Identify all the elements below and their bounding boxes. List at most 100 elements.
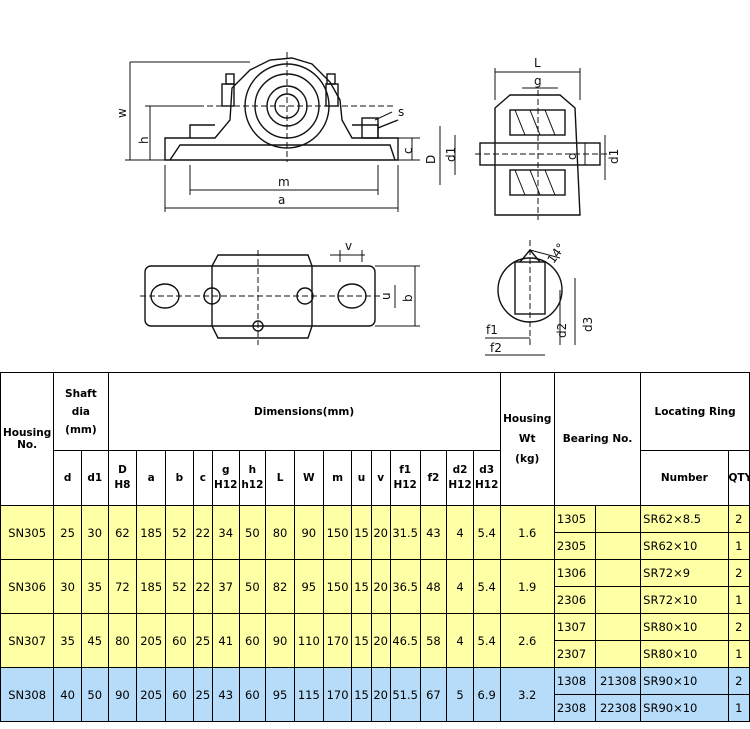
cell-ring-number: SR62×8.5 bbox=[640, 505, 729, 533]
cell-f2: 67 bbox=[419, 667, 448, 722]
cell-v: 20 bbox=[370, 613, 391, 668]
header-d: d bbox=[53, 450, 82, 506]
cell-u: 15 bbox=[351, 613, 372, 668]
cell-L: 80 bbox=[265, 505, 295, 560]
cell-D: 62 bbox=[107, 505, 138, 560]
header-c: c bbox=[192, 450, 213, 506]
cell-ring-number: SR80×10 bbox=[640, 640, 729, 668]
cell-bearing-no-alt bbox=[595, 586, 642, 614]
dim-label-g: g bbox=[534, 74, 542, 88]
cell-ring-qty: 2 bbox=[727, 667, 750, 695]
cell-d: 40 bbox=[53, 667, 82, 722]
cell-h: 50 bbox=[238, 505, 267, 560]
cell-b: 60 bbox=[165, 667, 194, 722]
cell-v: 20 bbox=[370, 505, 391, 560]
cell-a: 205 bbox=[136, 667, 167, 722]
cell-d2: 4 bbox=[446, 559, 474, 614]
dim-label-angle: 14° bbox=[544, 241, 568, 266]
cell-housing: SN308 bbox=[0, 667, 55, 722]
header-bearing-no: Bearing No. bbox=[553, 372, 642, 506]
cell-ring-number: SR90×10 bbox=[640, 694, 729, 722]
cell-ring-number: SR90×10 bbox=[640, 667, 729, 695]
cell-d3: 5.4 bbox=[472, 505, 501, 560]
cell-d1: 45 bbox=[80, 613, 109, 668]
cell-bearing-no-alt bbox=[595, 505, 642, 533]
cell-bearing-no-alt bbox=[595, 640, 642, 668]
dim-label-d2: d2 bbox=[555, 323, 569, 338]
cell-b: 52 bbox=[165, 559, 194, 614]
cell-a: 185 bbox=[136, 505, 167, 560]
dim-label-v: v bbox=[345, 239, 352, 253]
header-dimensions: Dimensions(mm) bbox=[107, 372, 501, 451]
cell-wt: 2.6 bbox=[499, 613, 555, 668]
dim-label-L: L bbox=[534, 56, 541, 70]
cell-ring-number: SR72×10 bbox=[640, 586, 729, 614]
cell-wt: 1.6 bbox=[499, 505, 555, 560]
cell-bearing-no: 2308 bbox=[553, 694, 597, 722]
cell-c: 25 bbox=[192, 613, 213, 668]
cell-g: 43 bbox=[211, 667, 240, 722]
dim-label-f1: f1 bbox=[486, 323, 498, 337]
header-locating-ring: Locating Ring bbox=[640, 372, 750, 451]
cell-ring-number: SR62×10 bbox=[640, 532, 729, 560]
cell-h: 50 bbox=[238, 559, 267, 614]
dim-label-u: u bbox=[379, 292, 393, 300]
cell-g: 41 bbox=[211, 613, 240, 668]
cell-d2: 5 bbox=[446, 667, 474, 722]
cell-f1: 51.5 bbox=[389, 667, 421, 722]
cell-v: 20 bbox=[370, 559, 391, 614]
cell-d: 30 bbox=[53, 559, 82, 614]
cell-d2: 4 bbox=[446, 505, 474, 560]
cell-h: 60 bbox=[238, 613, 267, 668]
cell-c: 25 bbox=[192, 667, 213, 722]
cell-d2: 4 bbox=[446, 613, 474, 668]
cell-bearing-no: 2305 bbox=[553, 532, 597, 560]
cell-W: 110 bbox=[293, 613, 324, 668]
dim-label-d1-right: d1 bbox=[607, 149, 621, 164]
cell-f1: 46.5 bbox=[389, 613, 421, 668]
side-section-view bbox=[439, 68, 610, 220]
cell-d3: 6.9 bbox=[472, 667, 501, 722]
header-a: a bbox=[136, 450, 167, 506]
cell-wt: 1.9 bbox=[499, 559, 555, 614]
cell-bearing-no-alt: 22308 bbox=[595, 694, 642, 722]
header-v: v bbox=[370, 450, 391, 506]
cell-ring-qty: 2 bbox=[727, 559, 750, 587]
dim-label-m: m bbox=[278, 175, 290, 189]
header-L: L bbox=[265, 450, 295, 506]
cell-u: 15 bbox=[351, 505, 372, 560]
cell-bearing-no-alt bbox=[595, 613, 642, 641]
cell-ring-qty: 1 bbox=[727, 694, 750, 722]
cell-m: 150 bbox=[322, 559, 353, 614]
cell-bearing-no: 1308 bbox=[553, 667, 597, 695]
header-ring-number: Number bbox=[640, 450, 729, 506]
cell-bearing-no: 1306 bbox=[553, 559, 597, 587]
cell-ring-qty: 1 bbox=[727, 586, 750, 614]
cell-wt: 3.2 bbox=[499, 667, 555, 722]
locating-detail-view bbox=[485, 240, 576, 356]
dim-label-b: b bbox=[401, 294, 415, 302]
cell-b: 60 bbox=[165, 613, 194, 668]
dim-label-c: c bbox=[401, 147, 415, 154]
cell-L: 82 bbox=[265, 559, 295, 614]
cell-f1: 31.5 bbox=[389, 505, 421, 560]
front-view bbox=[125, 52, 420, 212]
cell-v: 20 bbox=[370, 667, 391, 722]
dim-label-D: D bbox=[424, 155, 438, 164]
cell-ring-qty: 2 bbox=[727, 613, 750, 641]
dim-label-h: h bbox=[137, 136, 151, 144]
cell-b: 52 bbox=[165, 505, 194, 560]
cell-bearing-no: 1307 bbox=[553, 613, 597, 641]
cell-L: 90 bbox=[265, 613, 295, 668]
cell-ring-number: SR80×10 bbox=[640, 613, 729, 641]
